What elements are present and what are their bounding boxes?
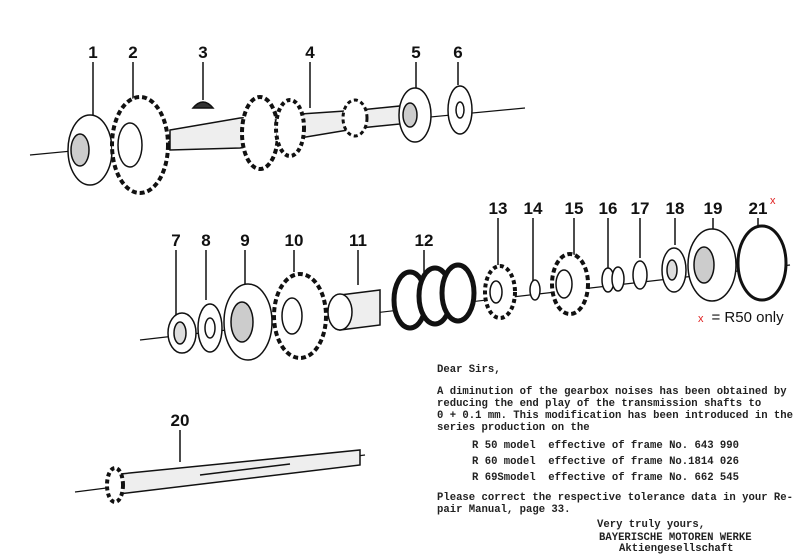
part-20-shaft <box>105 449 361 504</box>
letter-body-line: 0 + 0.1 mm. This modification has been i… <box>437 410 794 422</box>
part-label-19: 19 <box>704 199 723 218</box>
part-4-shaft <box>169 95 401 171</box>
letter-body-line: reducing the end play of the transmissio… <box>437 398 762 410</box>
part-12-spring <box>391 262 477 331</box>
part-13-dog-clutch <box>483 264 517 320</box>
part-11-sleeve <box>327 289 381 331</box>
part-label-21: 21 <box>749 199 768 218</box>
part-1-bearing <box>67 114 113 186</box>
part-label-8: 8 <box>201 231 210 250</box>
part-15-gear <box>550 252 590 316</box>
letter-closing-line: Please correct the respective tolerance … <box>437 492 794 504</box>
letter-closing-line: pair Manual, page 33. <box>437 504 571 516</box>
part-label-1: 1 <box>88 43 97 62</box>
part-19-bearing <box>687 228 737 302</box>
part-label-4: 4 <box>305 43 315 62</box>
part-14-circlip <box>529 279 541 301</box>
part-8-washer <box>197 303 223 353</box>
part-17-washer <box>632 260 648 290</box>
letter-company-sub: Aktiengesellschaft <box>619 543 734 555</box>
r50-legend-marker: x <box>698 313 704 325</box>
service-letter: Dear Sirs, A diminution of the gearbox n… <box>437 364 799 555</box>
r50-legend: x = R50 only <box>698 309 784 326</box>
part-16-ring <box>601 266 625 293</box>
letter-signoff: Very truly yours, <box>597 519 706 531</box>
letter-model-line: R 50 model effective of frame No. 643 99… <box>472 440 740 452</box>
part-labels: 1 2 3 4 5 6 7 8 9 10 11 12 13 14 15 16 1… <box>88 43 776 430</box>
part-label-17: 17 <box>631 199 650 218</box>
part-label-13: 13 <box>489 199 508 218</box>
part-label-12: 12 <box>415 231 434 250</box>
part-label-9: 9 <box>240 231 249 250</box>
letter-model-line: R 69Smodel effective of frame No. 662 54… <box>472 472 740 484</box>
part-label-14: 14 <box>524 199 543 218</box>
r50-marker: x <box>770 195 776 207</box>
part-2-gear <box>110 95 170 195</box>
part-label-3: 3 <box>198 43 207 62</box>
part-label-11: 11 <box>349 231 367 250</box>
r50-legend-text: = R50 only <box>711 309 784 326</box>
part-label-5: 5 <box>411 43 420 62</box>
part-label-18: 18 <box>666 199 685 218</box>
part-label-7: 7 <box>171 231 180 250</box>
letter-salutation: Dear Sirs, <box>437 364 501 376</box>
part-label-16: 16 <box>599 199 618 218</box>
part-label-20: 20 <box>171 411 190 430</box>
part-18-ring <box>661 247 687 293</box>
part-5-bearing <box>398 87 432 143</box>
letter-model-line: R 60 model effective of frame No.1814 02… <box>472 456 740 468</box>
part-3-key <box>191 101 215 109</box>
part-9-bearing <box>223 283 273 361</box>
part-label-6: 6 <box>453 43 462 62</box>
part-label-10: 10 <box>285 231 304 250</box>
part-6-washer <box>447 85 473 135</box>
part-10-gear <box>272 272 328 360</box>
part-label-15: 15 <box>565 199 584 218</box>
part-label-2: 2 <box>128 43 137 62</box>
part-21-shim <box>736 224 788 302</box>
letter-body-line: A diminution of the gearbox noises has b… <box>437 386 787 398</box>
part-7-ring <box>167 312 197 354</box>
letter-body-line: series production on the <box>437 422 590 434</box>
letter-company: BAYERISCHE MOTOREN WERKE <box>599 532 752 544</box>
